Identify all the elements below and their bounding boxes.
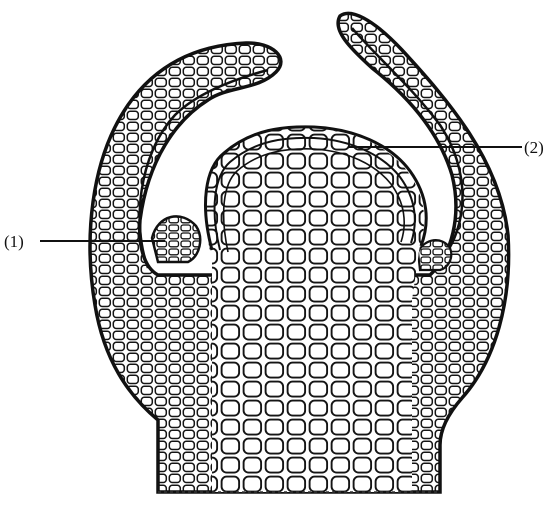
axillary-bud — [152, 216, 200, 262]
apical-meristem — [205, 127, 426, 492]
label-2: (2) — [524, 138, 544, 157]
label-1: (1) — [4, 232, 24, 251]
